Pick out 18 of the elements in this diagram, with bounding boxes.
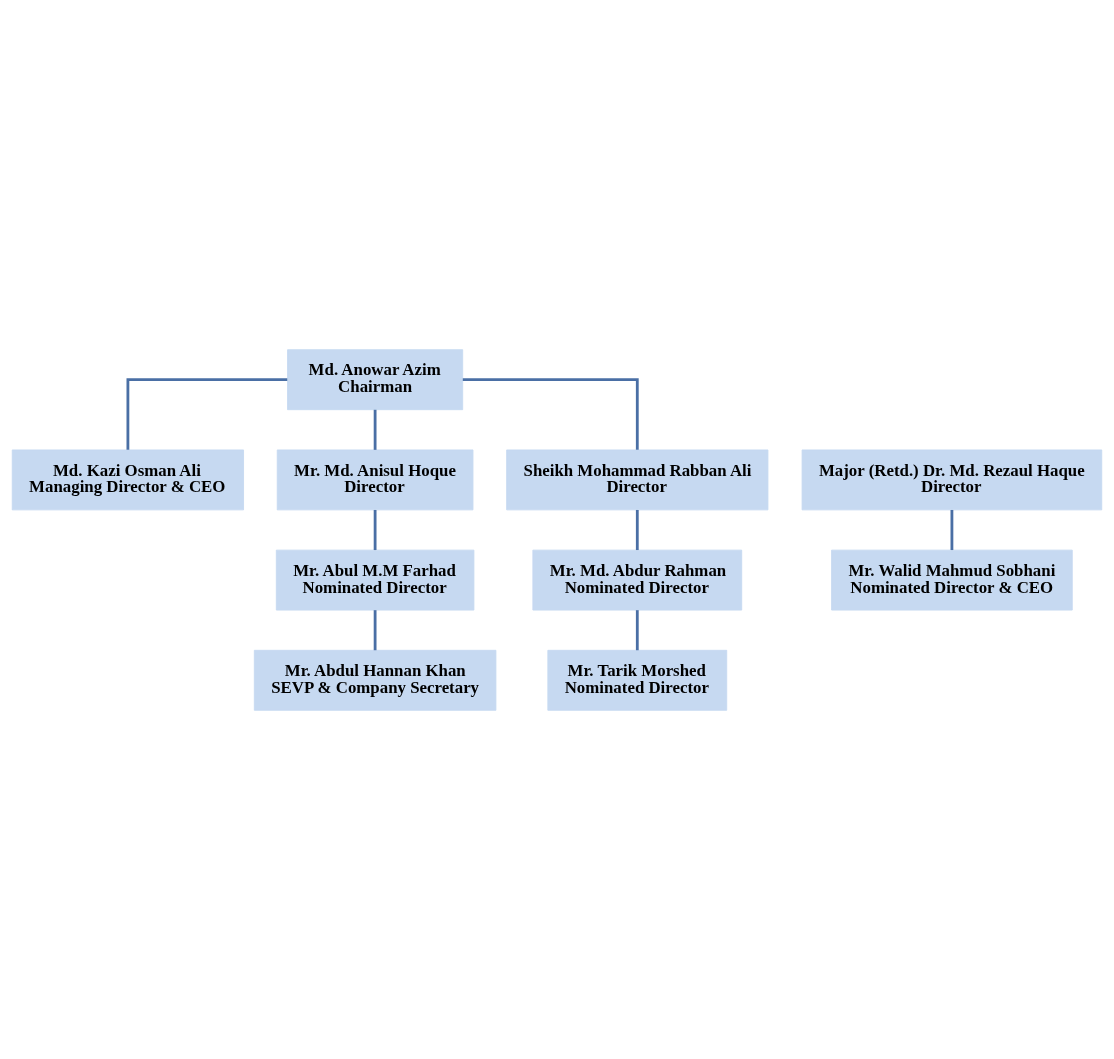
connector (373, 609, 377, 650)
connector (635, 609, 639, 650)
node-box: Mr. Abdul Hannan Khan SEVP & Company Secretary (253, 649, 497, 711)
connector (635, 509, 639, 550)
node-box: Mr. Md. Anisul Hoque Director (276, 448, 474, 510)
connector (373, 509, 377, 550)
node-box: Md. Kazi Osman Ali Managing Director & CEO (11, 448, 244, 510)
connector (126, 377, 288, 450)
node-box: Sheikh Mohammad Rabban Ali Director (506, 448, 769, 510)
connector (462, 377, 639, 450)
node-box: Major (Retd.) Dr. Md. Rezaul Haque Director (801, 448, 1103, 510)
node-box: Mr. Tarik Morshed Nominated Director (547, 649, 728, 711)
node-box: Mr. Abul M.M Farhad Nominated Director (275, 549, 475, 611)
node-box: Mr. Md. Abdur Rahman Nominated Director (532, 549, 743, 611)
connector (950, 509, 954, 550)
connector (373, 409, 377, 450)
node-box: Mr. Walid Mahmud Sobhani Nominated Director & CEO (831, 549, 1073, 611)
node-box: Md. Anowar Azim Chairman (287, 348, 464, 410)
